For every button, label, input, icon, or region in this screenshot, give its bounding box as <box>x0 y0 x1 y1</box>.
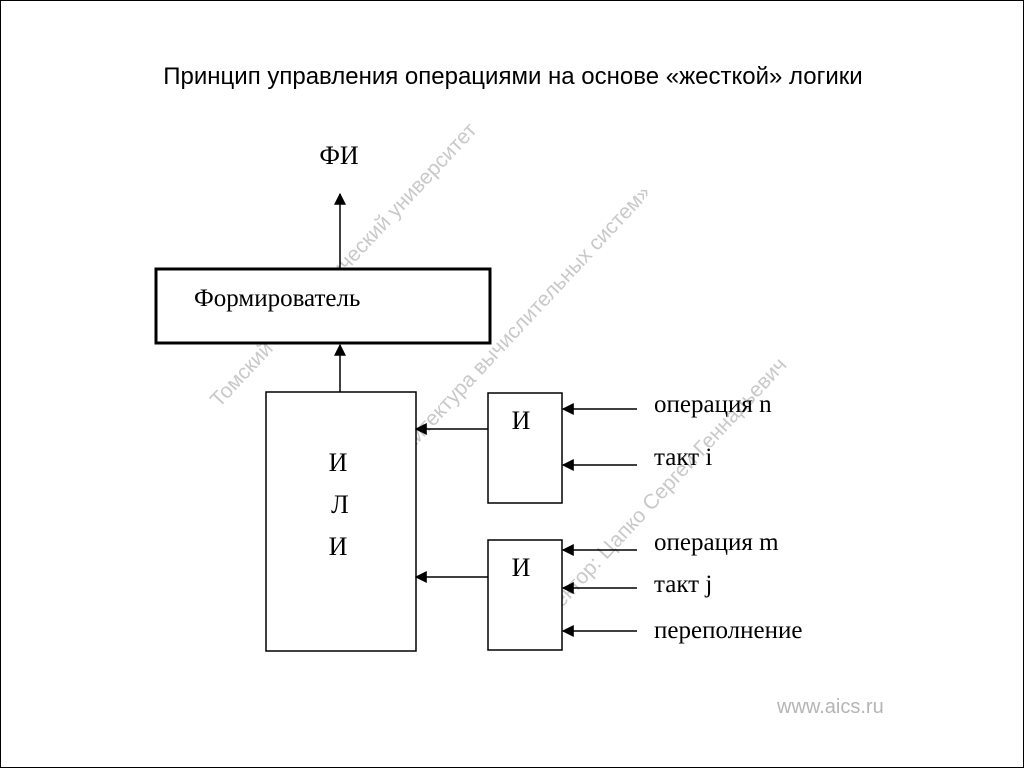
or-gate-letter-2: Л <box>331 490 349 519</box>
input-label-operation-n: операция n <box>654 391 772 418</box>
and-gate-1 <box>487 392 563 504</box>
input-label-clock-i: такт i <box>654 444 712 471</box>
or-gate-letter-1: И <box>329 448 348 477</box>
input-label-clock-j: такт j <box>654 571 712 598</box>
watermark-site: www.aics.ru <box>777 696 884 718</box>
output-label: ФИ <box>319 141 359 170</box>
or-gate-letter-3: И <box>329 532 348 561</box>
page-title: Принцип управления операциями на основе … <box>163 63 863 90</box>
former-block <box>154 267 492 345</box>
and-gate-1-label: И <box>512 406 531 435</box>
or-gate <box>265 391 417 652</box>
input-label-operation-m: операция m <box>654 529 779 556</box>
input-label-overflow: переполнение <box>654 617 802 644</box>
former-block-label: Формирователь <box>194 285 360 312</box>
and-gate-2-label: И <box>512 553 531 582</box>
and-gate-2 <box>487 539 563 651</box>
